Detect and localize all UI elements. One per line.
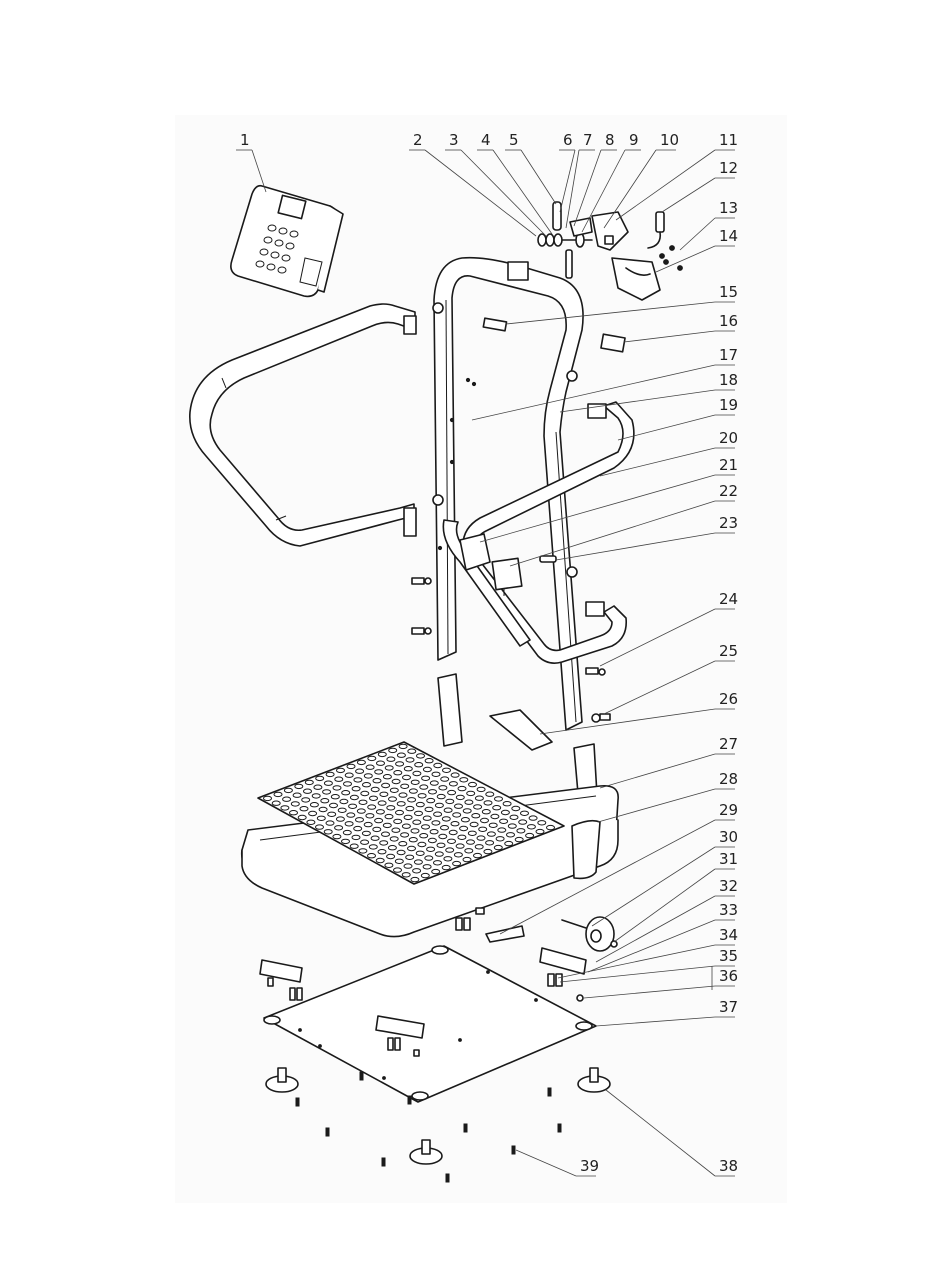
- callout-number: 37: [719, 998, 738, 1016]
- callout-number: 11: [719, 131, 738, 149]
- callout-number: 20: [719, 429, 738, 447]
- callout-number: 33: [719, 901, 738, 919]
- callout-number: 38: [719, 1157, 738, 1175]
- callout-number: 15: [719, 283, 738, 301]
- callout-number: 16: [719, 312, 738, 330]
- callout-number: 2: [413, 131, 423, 149]
- callout-number: 32: [719, 877, 738, 895]
- callout-number: 24: [719, 590, 738, 608]
- callout-number: 35: [719, 947, 738, 965]
- callout-number: 30: [719, 828, 738, 846]
- callout-number: 23: [719, 514, 738, 532]
- callout-number: 5: [509, 131, 519, 149]
- callout-number: 12: [719, 159, 738, 177]
- callout-number: 17: [719, 346, 738, 364]
- callout-number: 19: [719, 396, 738, 414]
- callout-number: 9: [629, 131, 639, 149]
- callout-number: 28: [719, 770, 738, 788]
- callout-number: 1: [240, 131, 250, 149]
- callout-number: 4: [481, 131, 491, 149]
- callout-number: 25: [719, 642, 738, 660]
- callout-number: 39: [580, 1157, 599, 1175]
- callout-number: 21: [719, 456, 738, 474]
- callout-number: 18: [719, 371, 738, 389]
- callout-number: 14: [719, 227, 738, 245]
- callout-number: 26: [719, 690, 738, 708]
- callout-number: 3: [449, 131, 459, 149]
- callout-number: 34: [719, 926, 738, 944]
- callout-number: 22: [719, 482, 738, 500]
- callout-number: 8: [605, 131, 615, 149]
- callout-number: 29: [719, 801, 738, 819]
- callout-number: 31: [719, 850, 738, 868]
- callout-number: 13: [719, 199, 738, 217]
- callout-number: 7: [583, 131, 593, 149]
- callout-number: 36: [719, 967, 738, 985]
- callout-number: 6: [563, 131, 573, 149]
- callout-number: 27: [719, 735, 738, 753]
- label-plate: [601, 334, 625, 352]
- callout-number: 10: [660, 131, 679, 149]
